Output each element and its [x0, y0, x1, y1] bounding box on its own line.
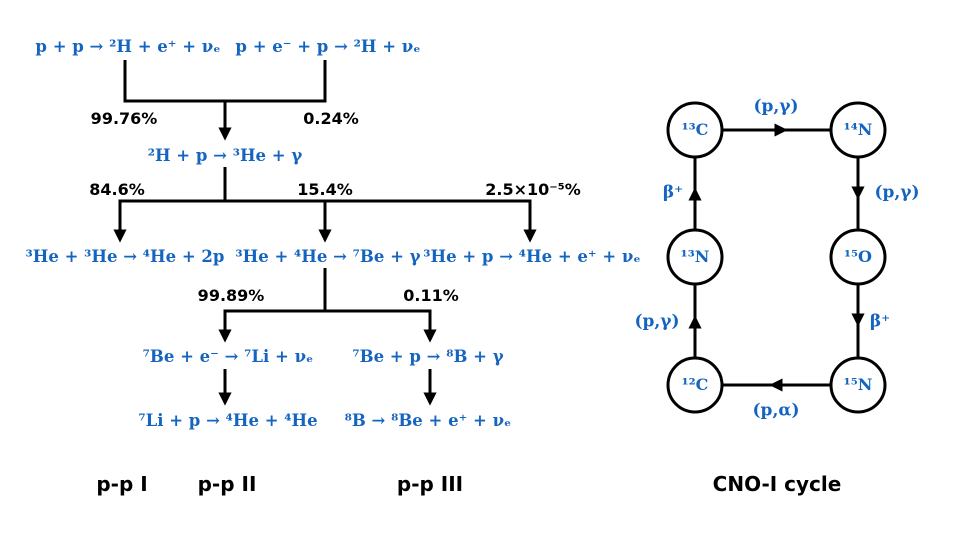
cno-cycle-node-circles: [666, 101, 887, 414]
circle-n15: [829, 356, 887, 414]
reaction-pp: p + p → ²H + e⁺ + νₑ: [35, 36, 221, 56]
cno-cycle-edges: [688, 123, 865, 392]
reaction-b8-decay: ⁸B → ⁸Be + e⁺ + νₑ: [344, 410, 512, 430]
reaction-be7-p: ⁷Be + p → ⁸B + γ: [352, 346, 504, 366]
node-label-n13: ¹³N: [680, 247, 710, 266]
node-label-c12: ¹²C: [681, 375, 709, 394]
reaction-deuterium-p: ²H + p → ³He + γ: [147, 145, 303, 165]
edge-label-o15-n15: β⁺: [869, 311, 891, 332]
branch-label-pp3: p-p III: [396, 472, 464, 496]
pp-chain-connectors: [113, 60, 537, 406]
reaction-he3-he3: ³He + ³He → ⁴He + 2p: [25, 246, 225, 266]
edge-label-n14-o15: (p,γ): [874, 182, 920, 203]
percentage-ppII-III-branch: 15.4%: [297, 180, 353, 199]
percentage-pep-branch: 0.24%: [303, 109, 359, 128]
percentage-ppI-branch: 84.6%: [89, 180, 145, 199]
edge-label-c12-n13: (p,γ): [634, 311, 680, 332]
node-label-c13: ¹³C: [681, 120, 709, 139]
circle-n13: [666, 228, 724, 286]
branch-label-pp2: p-p II: [197, 472, 257, 496]
percentage-pp-branch: 99.76%: [90, 109, 158, 128]
edge-label-n13-c13: β⁺: [662, 182, 684, 203]
cno-cycle-title: CNO-I cycle: [712, 472, 842, 496]
percentage-hep-branch: 2.5×10⁻⁵%: [485, 180, 581, 199]
percentage-be7-e-branch: 99.89%: [197, 286, 265, 305]
percentage-be7-p-branch: 0.11%: [403, 286, 459, 305]
node-label-o15: ¹⁵O: [844, 247, 872, 266]
node-label-n15: ¹⁵N: [843, 375, 873, 394]
circle-c12: [666, 356, 724, 414]
node-label-n14: ¹⁴N: [843, 120, 873, 139]
circle-n14: [829, 101, 887, 159]
reaction-he3-p: ³He + p → ⁴He + e⁺ + νₑ: [423, 246, 641, 266]
branch-label-pp1: p-p I: [96, 472, 148, 496]
edge-label-n15-c12: (p,α): [752, 400, 800, 421]
reaction-pep: p + e⁻ + p → ²H + νₑ: [235, 36, 421, 56]
reaction-he3-he4: ³He + ⁴He → ⁷Be + γ: [235, 246, 421, 266]
edge-label-c13-n14: (p,γ): [753, 96, 799, 117]
circle-c13: [666, 101, 724, 159]
reaction-li7-p: ⁷Li + p → ⁴He + ⁴He: [138, 410, 318, 430]
reaction-be7-e: ⁷Be + e⁻ → ⁷Li + νₑ: [142, 346, 314, 366]
circle-o15: [829, 228, 887, 286]
